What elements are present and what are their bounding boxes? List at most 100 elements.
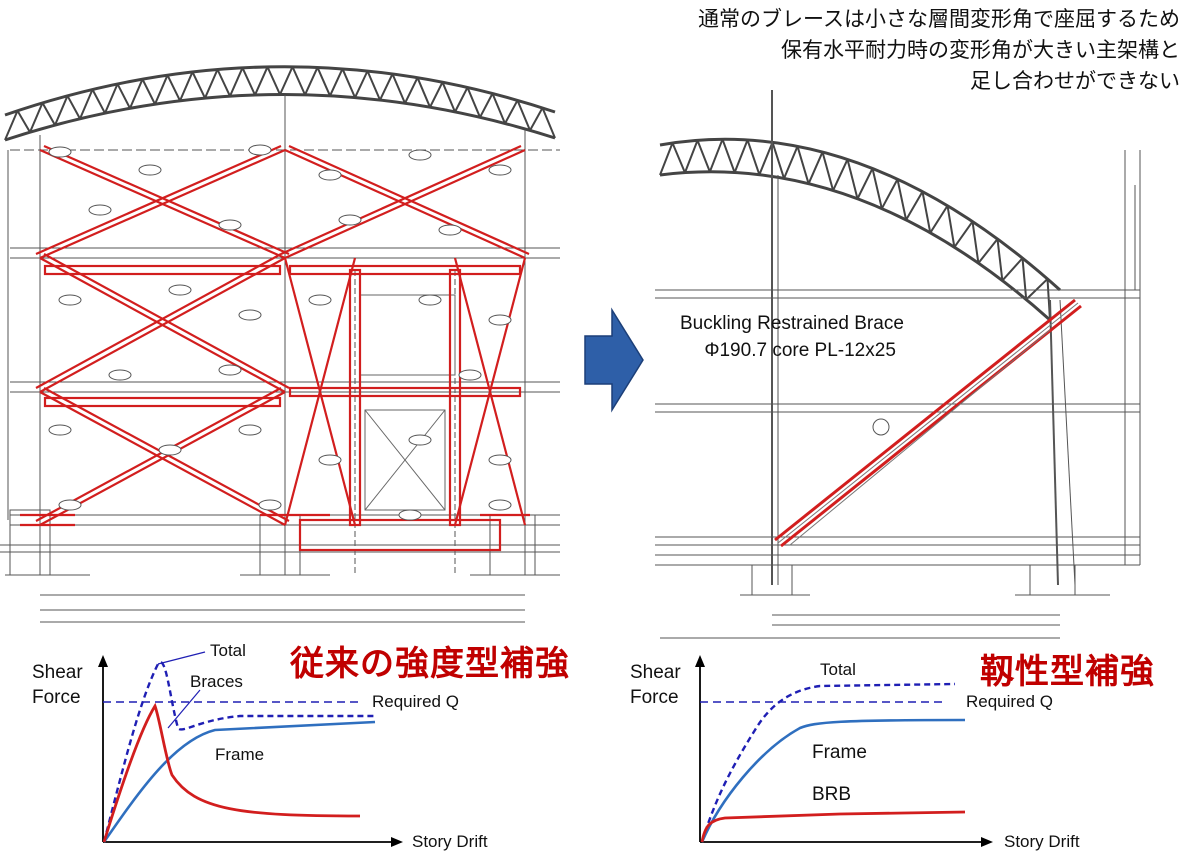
- brb-annotation-line-1: Buckling Restrained Brace: [680, 313, 904, 334]
- drawing-tag-oval: [318, 169, 342, 181]
- drawing-tag-oval: [158, 444, 182, 456]
- left-elevation-drawing: [0, 65, 560, 623]
- truss-web-member: [946, 205, 956, 248]
- drawing-tag-oval: [238, 309, 262, 321]
- right-chart: [695, 655, 993, 847]
- truss-web-member: [141, 78, 156, 105]
- truss-web-member: [104, 83, 119, 114]
- right-y-axis-label-line-1: Shear: [630, 662, 681, 683]
- drawing-tag-oval: [338, 214, 362, 226]
- truss-web-member: [354, 70, 369, 98]
- drawing-tag-oval: [58, 294, 82, 306]
- truss-web-member: [771, 142, 785, 179]
- truss-web-member: [41, 102, 56, 126]
- drawing-tag-oval: [48, 146, 72, 158]
- drawing-tag-oval: [218, 219, 242, 231]
- left-x-axis-arrowhead: [391, 837, 403, 847]
- truss-web-member: [129, 78, 144, 109]
- left-frame-label: Frame: [215, 745, 265, 764]
- right-required-q-label: Required Q: [966, 692, 1053, 711]
- truss-web-member: [116, 83, 131, 109]
- right-brb-label: BRB: [812, 784, 852, 805]
- drawing-tag-oval: [438, 224, 462, 236]
- truss-web-member: [953, 220, 974, 248]
- truss-web-member: [684, 139, 699, 173]
- left-drawing-tags: [48, 144, 512, 521]
- truss-web-member: [4, 110, 19, 141]
- truss-web-member: [746, 139, 761, 176]
- truss-web-member: [733, 139, 749, 173]
- truss-web-member: [929, 205, 949, 234]
- left-braces-curve: [102, 702, 361, 843]
- drawing-tag-oval: [488, 454, 512, 466]
- truss-web-member: [696, 139, 711, 173]
- truss-web-member: [516, 99, 531, 131]
- drawing-tag-oval: [238, 424, 262, 436]
- drawing-tag-oval: [488, 499, 512, 511]
- truss-web-member: [91, 89, 106, 114]
- truss-web-member: [29, 102, 44, 133]
- truss-web-member: [821, 151, 835, 191]
- truss-web-member: [316, 67, 331, 97]
- truss-web-member: [429, 81, 444, 108]
- truss-web-member: [708, 138, 724, 173]
- drawing-tag-oval: [58, 499, 82, 511]
- left-x-axis-label: Story Drift: [412, 832, 488, 851]
- truss-web-member: [441, 81, 456, 113]
- truss-web-member: [191, 71, 206, 99]
- drawing-tag-oval: [488, 164, 512, 176]
- truss-web-member: [66, 95, 81, 120]
- right-frame-curve: [700, 718, 966, 843]
- drawing-tag-oval: [168, 284, 192, 296]
- left-red-braces: [20, 144, 530, 552]
- truss-web-member: [279, 66, 294, 95]
- drawing-tag-oval: [218, 364, 242, 376]
- note-line-1: 通常のブレースは小さな層間変形角で座屈するため: [698, 7, 1180, 31]
- drawing-tag-oval: [458, 369, 482, 381]
- left-total-pointer: [157, 651, 206, 665]
- truss-web-member: [329, 68, 344, 97]
- truss-web-member: [758, 141, 774, 176]
- right-elevation-drawing: [655, 90, 1141, 639]
- truss-web-member: [541, 107, 556, 139]
- right-total-label: Total: [820, 660, 856, 679]
- brb-annotation-line-2: Φ190.7 core PL-12x25: [704, 340, 896, 361]
- truss-web-member: [921, 191, 932, 233]
- truss-web-member: [971, 221, 980, 264]
- right-panel-note: 通常のブレースは小さな層間変形角で座屈するため 保有水平耐力時の変形角が大きい主…: [698, 4, 1180, 97]
- drawing-tag-oval: [88, 204, 112, 216]
- truss-web-member: [54, 95, 69, 126]
- truss-web-member: [391, 73, 406, 104]
- truss-web-member: [466, 87, 481, 118]
- truss-web-member: [379, 73, 394, 101]
- left-frame-curve: [102, 720, 376, 843]
- truss-web-member: [179, 71, 194, 102]
- left-y-axis-arrowhead: [98, 655, 108, 667]
- truss-web-member: [416, 77, 431, 108]
- truss-web-member: [229, 67, 244, 97]
- truss-web-member: [671, 142, 686, 174]
- truss-web-member: [783, 145, 799, 179]
- left-chart: [98, 651, 403, 847]
- truss-web-member: [856, 168, 874, 200]
- truss-web-member: [504, 99, 519, 124]
- left-panel-title: 従来の強度型補強: [290, 644, 570, 684]
- truss-web-member: [454, 87, 469, 113]
- drawing-tag-oval: [108, 369, 132, 381]
- note-line-3: 足し合わせができない: [970, 69, 1180, 93]
- drawing-tag-oval: [258, 499, 282, 511]
- truss-web-member: [266, 66, 281, 95]
- truss-web-member: [216, 69, 231, 97]
- truss-web-member: [16, 110, 31, 133]
- truss-web-member: [204, 69, 219, 99]
- truss-web-member: [1001, 257, 1024, 282]
- truss-web-member: [341, 68, 356, 98]
- truss-web-member: [304, 66, 319, 96]
- truss-web-member: [1025, 278, 1049, 301]
- truss-web-member: [479, 93, 494, 118]
- truss-web-member: [404, 77, 419, 104]
- right-frame-label: Frame: [812, 742, 867, 763]
- note-line-2: 保有水平耐力時の変形角が大きい主架構と: [781, 38, 1180, 62]
- left-total-curve: [102, 660, 375, 843]
